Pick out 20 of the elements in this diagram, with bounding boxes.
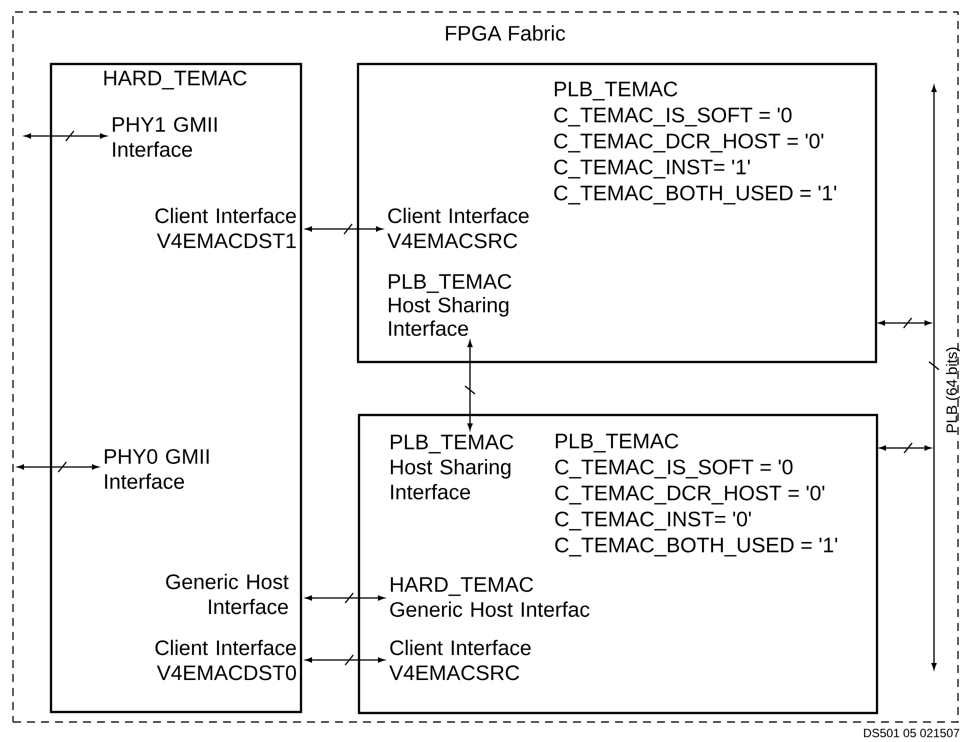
arrow [878,318,932,328]
arrow [464,340,476,430]
port-label: Client Interface V4EMACDST0 [155,640,296,680]
port-label: Client Interface V4EMACSRC [387,208,529,248]
bus-label: PLB (64 bits) [946,348,960,432]
figure-id: DS501 05 021507 [864,728,960,738]
port-label: HARD_TEMAC Generic Host Interfac [390,577,590,617]
arrow [305,592,385,604]
arrow [305,654,385,666]
port-label: Client Interface V4EMACSRC [389,640,531,680]
port-label: Generic Host Interface [166,574,289,614]
port-label: PLB_TEMAC Host Sharing Interface [388,274,512,336]
arrow [879,442,932,454]
arrow [17,462,99,472]
arrow [24,130,107,142]
port-label: PHY1 GMII Interface [112,117,217,157]
port-label: PLB_TEMAC Host Sharing Interface [390,434,514,500]
port-label: Client Interface V4EMACDST1 [155,208,296,248]
port-label: PHY0 GMII Interface [104,449,209,489]
arrow [305,224,383,234]
